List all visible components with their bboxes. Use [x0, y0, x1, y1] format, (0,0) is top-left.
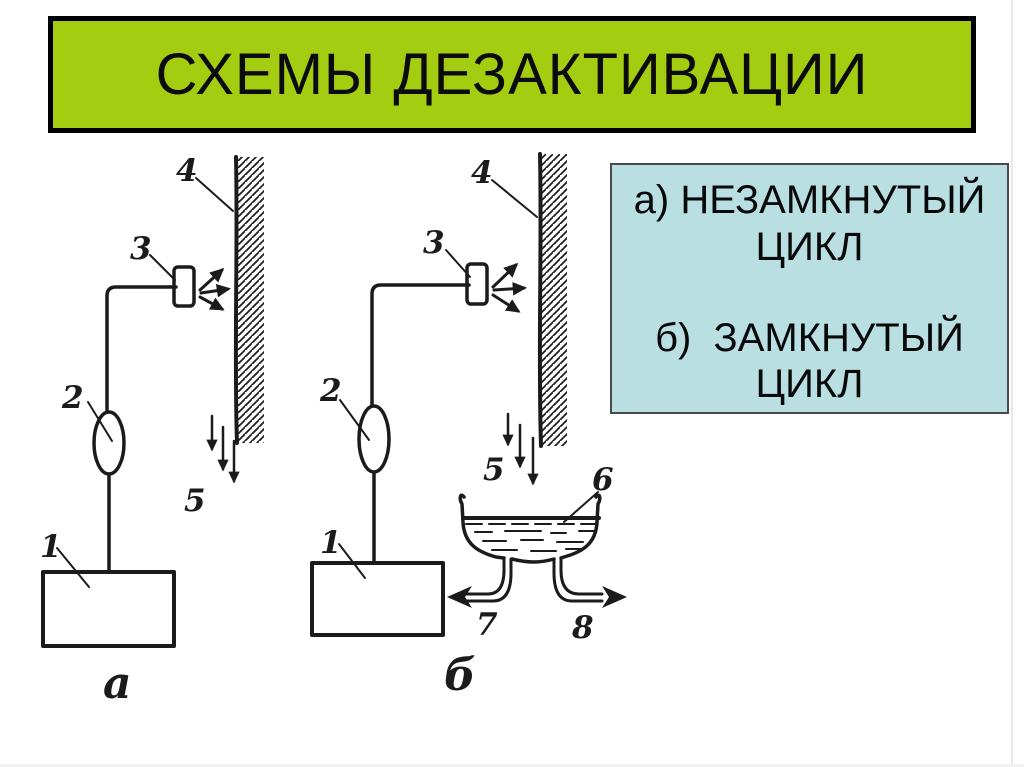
tank-b [310, 561, 445, 637]
leader-pump-b [339, 399, 370, 441]
label-basin-b: 6 [592, 462, 614, 498]
label-nozzle-a: 3 [130, 231, 152, 267]
tank-a [41, 570, 176, 648]
slide-bottom-edge [0, 764, 1024, 767]
slide-title: СХЕМЫ ДЕЗАКТИВАЦИИ [155, 42, 869, 107]
wall-line-b [537, 152, 543, 448]
return-pipe-7 [447, 556, 513, 608]
spray-arrows-a [198, 267, 231, 311]
label-wall-b: 4 [471, 155, 493, 191]
liquid-texture [474, 530, 595, 552]
diagram-a: 4 3 2 1 5 а [40, 153, 264, 709]
basin-b [458, 493, 602, 564]
label-pump-a: 2 [61, 380, 84, 416]
label-tank-a: 1 [40, 529, 62, 565]
arrowhead-7 [447, 586, 472, 608]
label-nozzle-b: 3 [423, 225, 445, 261]
slide-title-box: СХЕМЫ ДЕЗАКТИВАЦИИ [48, 16, 976, 133]
pipe-b-upper [370, 283, 471, 407]
leader-tank-b [338, 543, 366, 579]
leader-nozzle-a [149, 254, 176, 281]
label-drain-pipe-b: 8 [571, 610, 594, 646]
arrowhead-8 [602, 586, 627, 608]
runoff-arrows-a [206, 414, 240, 484]
pump-b [357, 404, 391, 474]
diagram-b: 4 3 2 1 5 6 7 8 б [310, 152, 627, 701]
nozzle-a [172, 265, 196, 308]
slide-right-edge [1011, 0, 1013, 767]
spray-arrows-b [491, 262, 527, 313]
wall-line-a [233, 155, 239, 445]
wall-hatching-b [540, 154, 567, 446]
nozzle-b [465, 262, 489, 306]
runoff-arrows-b [502, 412, 539, 486]
leader-wall-a [195, 177, 234, 212]
legend-item-open-cycle: а) НЕЗАМКНУТЫЙ ЦИКЛ [633, 178, 986, 269]
label-pump-b: 2 [319, 373, 342, 409]
label-return-pipe-b: 7 [476, 607, 498, 643]
leader-nozzle-b [445, 249, 471, 278]
leader-pump-a [87, 401, 113, 442]
caption-a: а [103, 658, 132, 709]
caption-b: б [444, 650, 476, 701]
drain-pipe-8 [552, 556, 627, 608]
legend-box: а) НЕЗАМКНУТЫЙ ЦИКЛ б) ЗАМКНУТЫЙ ЦИКЛ [610, 163, 1009, 414]
leader-basin-b [563, 491, 599, 523]
leader-tank-a [56, 547, 90, 588]
pump-a [92, 410, 126, 476]
legend-item-closed-cycle: б) ЗАМКНУТЫЙ ЦИКЛ [655, 315, 964, 407]
label-wall-a: 4 [176, 153, 198, 189]
label-spray-b: 5 [483, 452, 505, 488]
leader-wall-b [491, 179, 538, 218]
wall-hatching-a [236, 157, 264, 443]
label-spray-a: 5 [184, 483, 206, 519]
pipe-a-upper [105, 285, 178, 414]
label-tank-b: 1 [320, 525, 342, 561]
